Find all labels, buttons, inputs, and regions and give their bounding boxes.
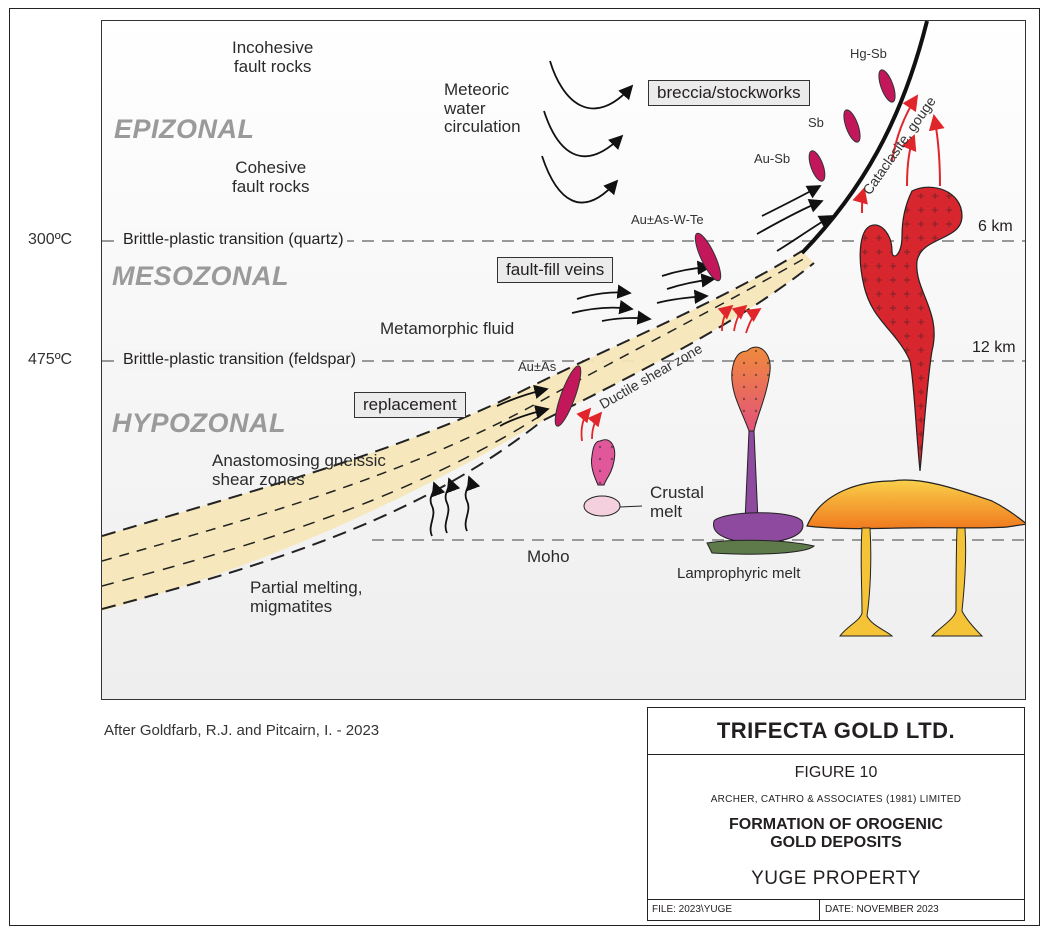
label-incohesive: Incohesive fault rocks (232, 39, 313, 76)
crustal-melt-small (584, 496, 620, 516)
deposit-auas: Au±As (518, 360, 556, 374)
label-anastomosing: Anastomosing gneissic shear zones (212, 452, 386, 489)
consultant-name: ARCHER, CATHRO & ASSOCIATES (1981) LIMIT… (648, 794, 1024, 805)
credit-line: After Goldfarb, R.J. and Pitcairn, I. - … (104, 722, 379, 739)
label-partial-melting: Partial melting, migmatites (250, 579, 362, 616)
footer-divider (819, 900, 820, 920)
box-fault-fill-veins: fault-fill veins (497, 257, 613, 283)
box-breccia-stockworks: breccia/stockworks (648, 80, 810, 106)
deposit-ausb: Au-Sb (754, 152, 790, 166)
figure-number: FIGURE 10 (648, 764, 1024, 782)
company-name: TRIFECTA GOLD LTD. (648, 708, 1024, 755)
depth-12km: 12 km (972, 339, 1016, 357)
figure-title: FORMATION OF OROGENIC GOLD DEPOSITS (648, 816, 1024, 853)
label-meteoric: Meteoric water circulation (444, 81, 521, 137)
depth-6km: 6 km (978, 218, 1013, 236)
property-name: YUGE PROPERTY (648, 868, 1024, 890)
label-crustal-melt: Crustal melt (650, 484, 704, 521)
deposit-hgsb: Hg-Sb (850, 47, 887, 61)
label-transition-quartz: Brittle-plastic transition (quartz) (120, 231, 347, 249)
vein-hgsb (876, 68, 899, 104)
label-cohesive: Cohesive fault rocks (232, 159, 309, 196)
zone-hypozonal: HYPOZONAL (112, 409, 286, 439)
batholith-root-right (932, 528, 982, 636)
title-block-footer: FILE: 2023\YUGE DATE: NOVEMBER 2023 (648, 899, 1024, 920)
label-lamprophyric: Lamprophyric melt (677, 566, 800, 583)
temp-475: 475ºC (28, 351, 72, 369)
title-block: TRIFECTA GOLD LTD. FIGURE 10 ARCHER, CAT… (647, 707, 1025, 921)
diagram-panel: EPIZONAL MESOZONAL HYPOZONAL Incohesive … (101, 20, 1026, 700)
deposit-sb: Sb (808, 116, 824, 130)
crustal-melt-pool (714, 513, 803, 543)
label-moho: Moho (527, 548, 570, 567)
zone-mesozonal: MESOZONAL (112, 262, 289, 292)
date-label: DATE: NOVEMBER 2023 (825, 904, 939, 915)
vein-auaswte (691, 230, 726, 283)
vein-sb (841, 108, 864, 144)
file-label: FILE: 2023\YUGE (652, 904, 732, 915)
batholith-root-left (840, 528, 892, 636)
temp-300: 300ºC (28, 231, 72, 249)
label-transition-feldspar: Brittle-plastic transition (feldspar) (120, 351, 359, 369)
zone-epizonal: EPIZONAL (114, 115, 255, 145)
box-replacement: replacement (354, 392, 466, 418)
label-metamorphic: Metamorphic fluid (380, 320, 514, 339)
vein-ausb (806, 149, 828, 183)
deposit-auaswte: Au±As-W-Te (631, 213, 704, 227)
lamprophyre (707, 540, 814, 554)
batholith (807, 480, 1026, 529)
